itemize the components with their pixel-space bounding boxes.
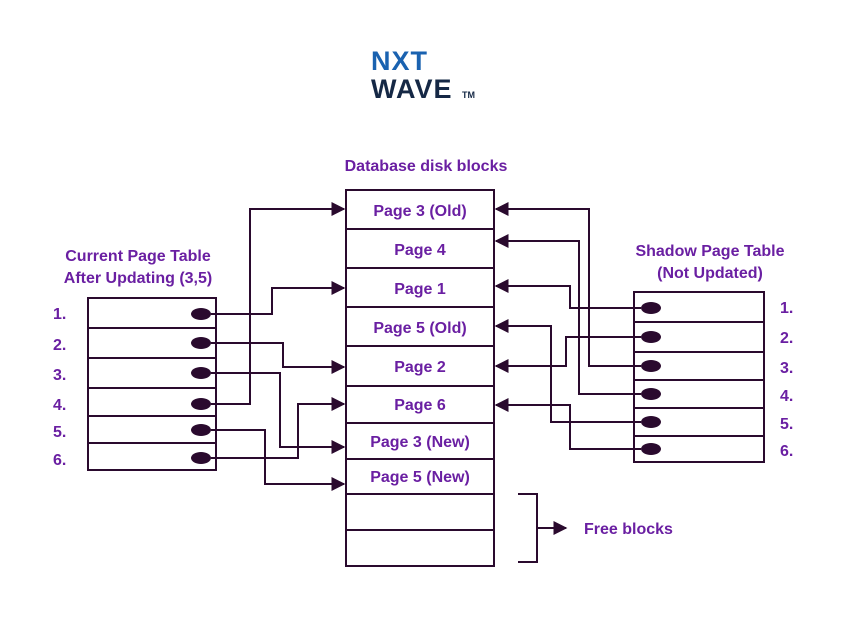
current-row-label: 6.	[53, 452, 66, 469]
shadow-row-label: 2.	[780, 330, 793, 347]
pointer-dot	[191, 398, 211, 410]
disk-block-label: Page 1	[394, 281, 446, 298]
arrow-current-4-to-page4	[211, 202, 346, 405]
shadow-row-label: 3.	[780, 360, 793, 377]
current-table-arrows	[211, 202, 346, 491]
pointer-dot	[641, 388, 661, 400]
pointer-dot	[191, 337, 211, 349]
pointer-dot	[191, 452, 211, 464]
current-row-label: 5.	[53, 424, 66, 441]
disk-block-label: Page 4	[394, 242, 446, 259]
current-table-row-labels: 1. 2. 3. 4. 5. 6.	[53, 306, 66, 469]
disk-column-frame	[345, 189, 495, 567]
logo-line1: NXT	[371, 46, 428, 76]
current-row-label: 1.	[53, 306, 66, 323]
current-row-label: 4.	[53, 397, 66, 414]
current-row-label: 2.	[53, 337, 66, 354]
shadow-row-label: 6.	[780, 443, 793, 460]
disk-block-label: Page 3 (Old)	[373, 203, 466, 220]
arrow-current-2-to-page2	[211, 342, 346, 374]
arrow-current-3-to-page3-new	[211, 372, 346, 454]
pointer-dot	[191, 308, 211, 320]
current-page-table	[87, 297, 217, 471]
pointer-dot	[641, 416, 661, 428]
current-table-frame	[87, 297, 217, 471]
arrow-shadow-4-to-page4	[494, 234, 641, 395]
pointer-dot	[191, 367, 211, 379]
arrow-shadow-1-to-page1	[494, 279, 641, 309]
left-table-title-line1: Current Page Table	[65, 248, 211, 265]
pointer-dot	[641, 331, 661, 343]
shadow-table-frame	[633, 291, 765, 463]
bracket	[518, 493, 538, 563]
left-table-title-line2: After Updating (3,5)	[64, 270, 212, 287]
current-row-label: 3.	[53, 367, 66, 384]
disk-block-label: Page 6	[394, 397, 446, 414]
disk-block-column	[345, 189, 495, 567]
free-blocks-bracket	[518, 493, 568, 563]
disk-block-labels: Page 3 (Old) Page 4 Page 1 Page 5 (Old) …	[370, 203, 470, 486]
shadow-row-label: 1.	[780, 300, 793, 317]
arrow-shadow-3-to-page3-old	[494, 202, 641, 367]
shadow-table-pointers	[641, 302, 661, 455]
pointer-dot	[191, 424, 211, 436]
right-table-title-line1: Shadow Page Table	[635, 243, 784, 260]
disk-blocks-title: Database disk blocks	[345, 158, 508, 175]
right-table-title-line2: (Not Updated)	[657, 265, 763, 282]
arrow-current-1-to-page1	[211, 281, 346, 315]
free-blocks-label: Free blocks	[584, 521, 673, 538]
nxtwave-logo: NXT WAVE TM	[371, 46, 475, 104]
arrow-shadow-5-to-page5-old	[494, 319, 641, 423]
arrow-current-6-to-page6	[211, 397, 346, 459]
disk-block-label: Page 5 (Old)	[373, 320, 466, 337]
pointer-dot	[641, 360, 661, 372]
disk-block-label: Page 5 (New)	[370, 469, 470, 486]
shadow-page-table	[633, 291, 765, 463]
shadow-table-row-labels: 1. 2. 3. 4. 5. 6.	[780, 300, 793, 460]
disk-block-label: Page 2	[394, 359, 446, 376]
logo-line2: WAVE	[371, 74, 453, 104]
shadow-row-label: 4.	[780, 388, 793, 405]
disk-block-label: Page 3 (New)	[370, 434, 470, 451]
shadow-row-label: 5.	[780, 416, 793, 433]
pointer-dot	[641, 443, 661, 455]
pointer-dot	[641, 302, 661, 314]
arrow-shadow-6-to-page6	[494, 398, 641, 450]
current-table-pointers	[191, 308, 211, 464]
shadow-table-arrows	[494, 202, 641, 450]
logo-trademark: TM	[462, 90, 475, 100]
arrow-shadow-2-to-page2	[494, 336, 641, 373]
